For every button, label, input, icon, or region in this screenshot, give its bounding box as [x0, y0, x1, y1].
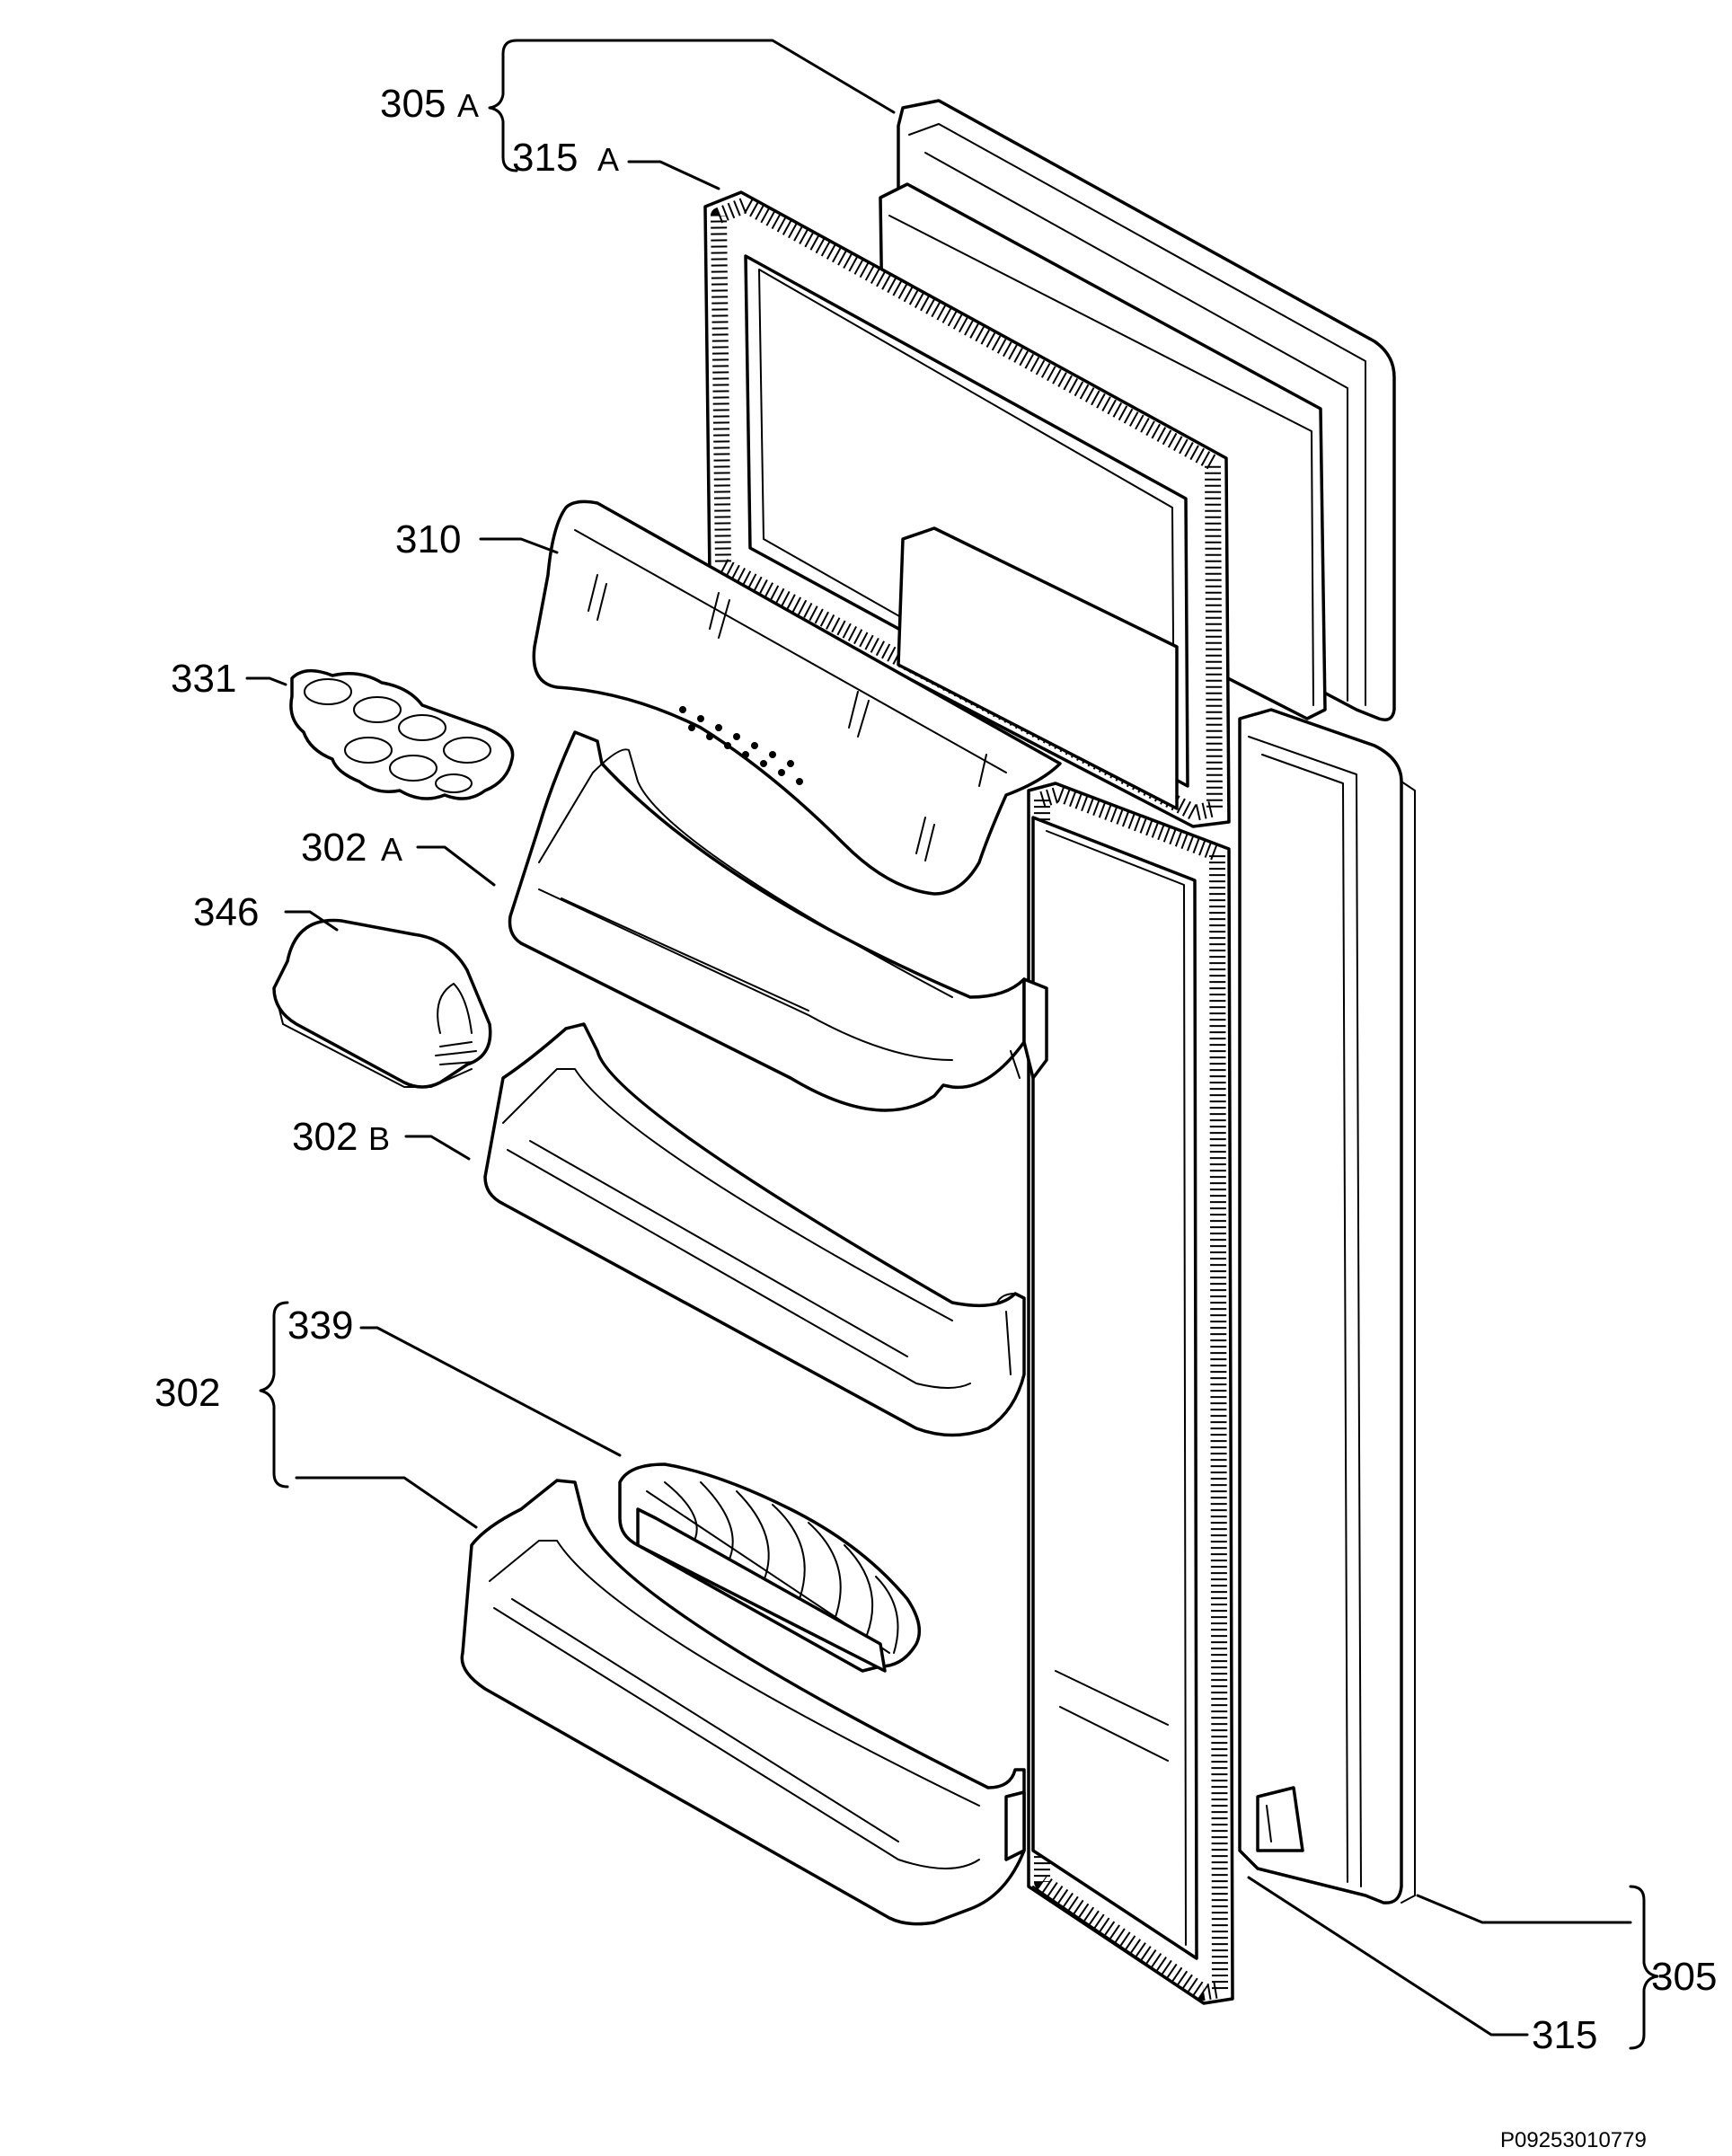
- label-305: 305: [1651, 1955, 1717, 1999]
- svg-text:310: 310: [395, 517, 461, 561]
- egg-tray: [289, 669, 515, 800]
- svg-text:302: 302: [301, 826, 367, 870]
- bottle-holder: [618, 1462, 922, 1673]
- svg-text:A: A: [381, 831, 402, 868]
- fridge-door-panel: [1238, 708, 1416, 1904]
- label-305a: 305 A: [380, 82, 479, 126]
- svg-text:B: B: [368, 1120, 390, 1157]
- door-shelf-upper: [508, 730, 1048, 1112]
- label-302a: 302 A: [301, 826, 402, 870]
- label-339: 339: [287, 1303, 353, 1348]
- label-302b: 302 B: [292, 1115, 390, 1159]
- svg-text:331: 331: [171, 657, 236, 701]
- label-310: 310: [395, 517, 461, 561]
- svg-text:315: 315: [1532, 2013, 1597, 2057]
- svg-text:305: 305: [1651, 1955, 1717, 1999]
- freezer-door-gasket: [703, 190, 1231, 828]
- svg-text:302: 302: [292, 1115, 358, 1159]
- door-shelf-bottom: [460, 1479, 1026, 1926]
- svg-text:315: 315: [512, 136, 578, 180]
- butter-dish: [272, 918, 492, 1089]
- svg-text:A: A: [597, 141, 619, 178]
- svg-text:346: 346: [193, 890, 259, 934]
- label-315: 315: [1532, 2013, 1597, 2057]
- svg-text:302: 302: [155, 1371, 220, 1415]
- svg-text:A: A: [457, 87, 479, 124]
- leader-lines: [245, 39, 1659, 2050]
- drawing-reference-number: P09253010779: [1500, 2128, 1647, 2152]
- dairy-compartment-flap: [532, 499, 1062, 896]
- label-331: 331: [171, 657, 236, 701]
- svg-text:305: 305: [380, 82, 446, 126]
- flap-vent-holes: [679, 706, 803, 785]
- label-346: 346: [193, 890, 259, 934]
- fridge-door-gasket: [1027, 782, 1234, 2005]
- label-315a: 315 A: [512, 136, 619, 180]
- door-shelf-middle: [483, 1022, 1026, 1437]
- label-302: 302: [155, 1371, 220, 1415]
- svg-text:339: 339: [287, 1303, 353, 1348]
